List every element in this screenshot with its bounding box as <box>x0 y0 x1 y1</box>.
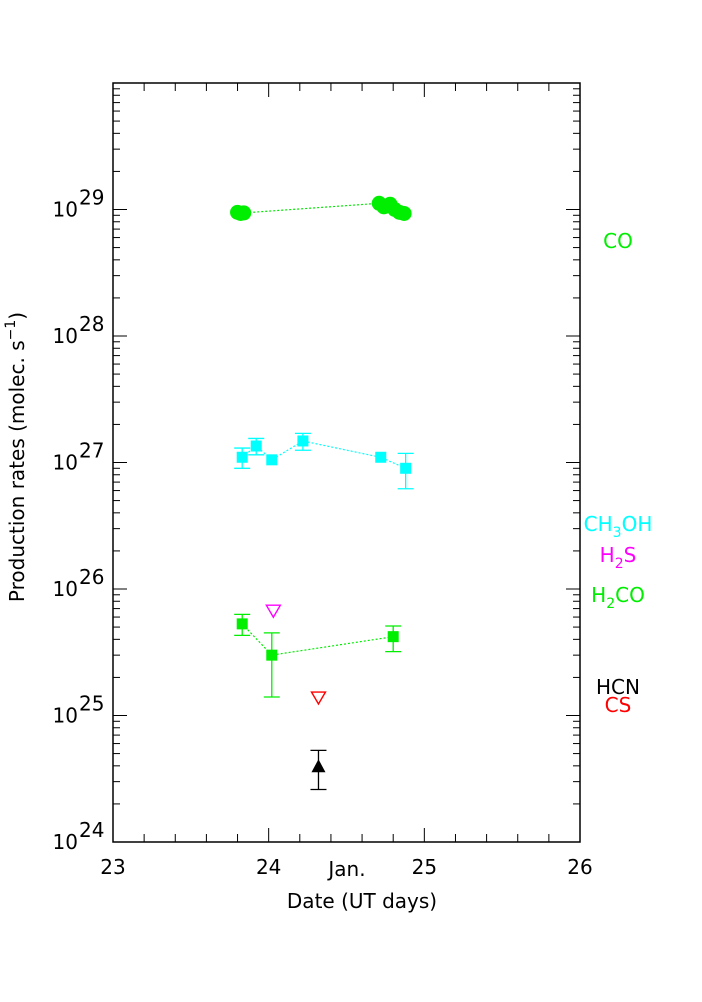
y-tick-label: 10 <box>53 830 78 854</box>
ch3oh-point <box>400 462 412 474</box>
co-label: CO <box>603 229 633 253</box>
y-axis-title-close: ) <box>5 312 29 320</box>
ch3oh-label: CH3OH <box>584 512 653 541</box>
co-point <box>236 205 252 221</box>
y-tick-label: 10 <box>53 704 78 728</box>
h2s-label: H2S <box>600 543 637 572</box>
ch3oh-label-tail: OH <box>622 512 653 536</box>
y-tick-label: 10 <box>53 451 78 475</box>
y-axis-title-superscript: −1 <box>3 320 19 341</box>
ch3oh-point <box>375 451 387 463</box>
h2s-label-subscript: 2 <box>615 556 624 572</box>
x-tick-label: 23 <box>100 855 125 879</box>
h2co-line <box>241 623 394 656</box>
plot-border <box>112 82 581 843</box>
h2co-point <box>266 649 278 661</box>
hcn-point <box>311 759 326 773</box>
series-lines <box>237 202 406 656</box>
y-tick-label: 10 <box>53 577 78 601</box>
error-bars <box>234 432 414 791</box>
h2s-upper-limit <box>265 604 282 619</box>
h2co-point <box>236 618 248 630</box>
y-axis-title: Production rates (molec. s−1) <box>3 312 29 602</box>
ch3oh-point <box>266 454 278 466</box>
y-tick-label: 10 <box>53 198 78 222</box>
ch3oh-point <box>297 435 309 447</box>
cs-label: CS <box>605 693 632 717</box>
h2co-label: H2CO <box>591 583 645 612</box>
co-point <box>396 205 412 221</box>
y-axis-title-group: Production rates (molec. s−1) <box>3 312 29 602</box>
x-axis-title: Date (UT days) <box>287 889 437 913</box>
co-label-text: CO <box>603 229 633 253</box>
y-tick-label-exponent: 27 <box>79 439 104 463</box>
h2co-point <box>387 631 399 643</box>
h2co-label-subscript: 2 <box>606 596 615 612</box>
h2s-label-tail: S <box>624 543 637 567</box>
y-tick-label-exponent: 28 <box>79 312 104 336</box>
h2co-label-tail: CO <box>615 583 645 607</box>
hcn-label-text: HCN <box>596 675 640 699</box>
h2s-label-text: H <box>600 543 615 567</box>
cs-upper-limit <box>310 691 327 706</box>
x-tick-label: 24 <box>256 855 281 879</box>
axis-ticks <box>112 83 581 843</box>
ch3oh-point <box>250 440 262 452</box>
cs-label-text: CS <box>605 693 632 717</box>
x-tick-label: 25 <box>412 855 437 879</box>
ch3oh-point <box>236 451 248 463</box>
y-tick-label-exponent: 29 <box>79 186 104 210</box>
x-tick-label: 26 <box>567 855 592 879</box>
ch3oh-label-text: CH <box>584 512 613 536</box>
y-tick-label-exponent: 26 <box>79 565 104 589</box>
ch3oh-label-subscript: 3 <box>613 525 622 541</box>
y-tick-label-exponent: 24 <box>79 818 104 842</box>
h2co-label-text: H <box>591 583 606 607</box>
y-tick-label: 10 <box>53 324 78 348</box>
y-axis-title-main: Production rates (molec. s <box>5 340 29 602</box>
y-tick-label-exponent: 25 <box>79 692 104 716</box>
plot-frame <box>112 82 581 843</box>
ch3oh-line <box>241 440 406 469</box>
x-axis-annotation: Jan. <box>326 857 365 881</box>
hcn-label: HCN <box>596 675 640 699</box>
data-points <box>230 195 412 773</box>
